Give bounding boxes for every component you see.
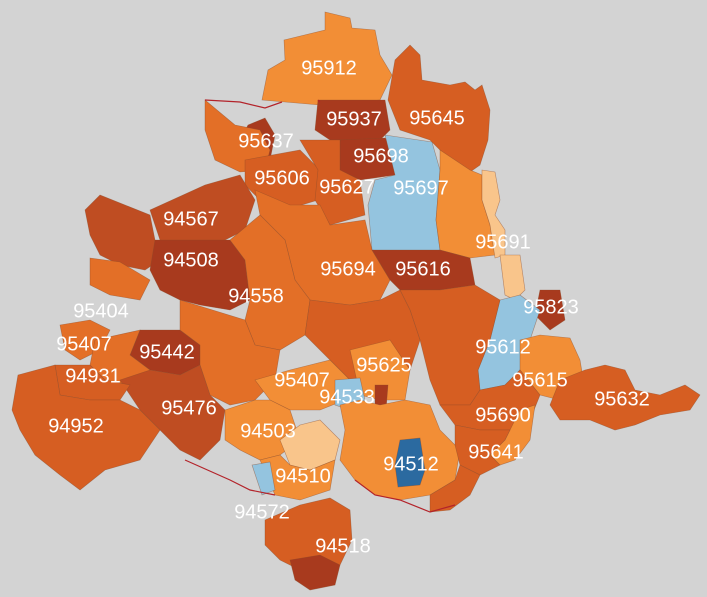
region-95937[interactable]	[314, 99, 391, 141]
boundary-layer	[184, 99, 456, 513]
region-94518-dark[interactable]	[289, 554, 341, 591]
region-95627[interactable]	[299, 139, 366, 226]
region-layer	[11, 11, 701, 591]
county-boundary-north	[204, 99, 321, 109]
region-94512[interactable]	[394, 437, 426, 488]
region-94952[interactable]	[11, 364, 161, 491]
region-94572-blue[interactable]	[251, 461, 276, 496]
county-boundary-south	[184, 459, 456, 513]
region-95606[interactable]	[244, 149, 321, 211]
region-95632[interactable]	[549, 364, 701, 431]
region-western-light[interactable]	[89, 257, 151, 301]
region-94558[interactable]	[229, 214, 311, 351]
zip-label-95404: 95404	[73, 300, 129, 322]
region-95641[interactable]	[454, 424, 511, 476]
region-95645[interactable]	[387, 44, 491, 173]
region-94508[interactable]	[149, 239, 251, 311]
region-95476-mid[interactable]	[179, 299, 281, 406]
region-95912[interactable]	[261, 11, 393, 106]
region-94510[interactable]	[259, 454, 336, 501]
region-95691-pale[interactable]	[481, 169, 506, 259]
region-95823-pale[interactable]	[499, 254, 526, 301]
